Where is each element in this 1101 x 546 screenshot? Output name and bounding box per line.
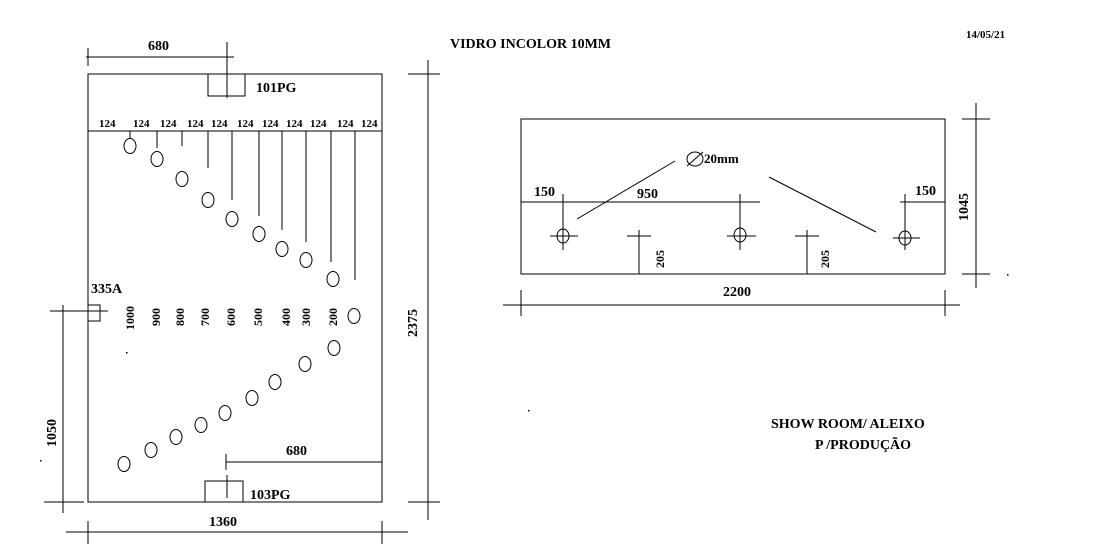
spacing-label: 124 — [160, 118, 177, 130]
stray-mark — [1007, 274, 1009, 276]
right-width-label: 2200 — [723, 285, 751, 300]
hole — [201, 192, 215, 208]
top-cutout-label: 101PG — [256, 81, 297, 96]
top-offset-label: 680 — [148, 39, 169, 54]
hole — [327, 340, 341, 356]
stray-mark — [40, 460, 42, 462]
hole — [252, 226, 266, 242]
row-label: 1000 — [123, 306, 137, 330]
hole — [275, 241, 289, 257]
row-label: 800 — [173, 308, 187, 326]
hole — [268, 374, 282, 390]
hole — [326, 271, 340, 287]
drawing-date: 14/05/21 — [966, 29, 1005, 41]
side-cutout-label: 335A — [91, 282, 123, 297]
row-label: 300 — [299, 308, 313, 326]
right-edge-label: 150 — [915, 184, 936, 199]
vertical-label-2: 205 — [818, 250, 832, 268]
right-height-label: 1045 — [957, 193, 972, 221]
row-label: 200 — [326, 308, 340, 326]
right-panel-outline — [520, 118, 946, 275]
row-label: 600 — [224, 308, 238, 326]
note-line-1: SHOW ROOM/ ALEIXO — [771, 417, 925, 432]
hole — [299, 252, 313, 268]
left-edge-label: 150 — [534, 185, 555, 200]
spacing-label: 124 — [361, 118, 378, 130]
spacing-label: 124 — [237, 118, 254, 130]
stray-mark — [126, 352, 128, 354]
left-glass-panel: 680 101PG 124 124 124 124 124 124 124 12… — [44, 39, 440, 544]
spacing-label: 124 — [337, 118, 354, 130]
hole-spacing-label: 950 — [637, 187, 658, 202]
hole — [144, 442, 158, 458]
hole — [150, 151, 164, 167]
width-label: 1360 — [209, 515, 237, 530]
row-label: 900 — [149, 308, 163, 326]
hole — [218, 405, 232, 421]
spacing-label: 124 — [99, 118, 116, 130]
vertical-label-1: 205 — [653, 250, 667, 268]
spacing-label: 124 — [310, 118, 327, 130]
side-cutout — [87, 304, 101, 322]
hole — [194, 417, 208, 433]
height-label: 2375 — [406, 309, 421, 337]
right-glass-panel: 205 205 150 950 150 20mm 1045 2200 — [503, 103, 990, 316]
drawing-title: VIDRO INCOLOR 10MM — [450, 37, 611, 52]
note-line-2: P /PRODUÇÃO — [815, 435, 911, 453]
diameter-symbol-slash — [686, 151, 704, 167]
spacing-label: 124 — [133, 118, 150, 130]
left-side-label: 1050 — [45, 419, 60, 447]
bottom-offset-label: 680 — [286, 444, 307, 459]
diameter-leader-right — [768, 176, 877, 233]
bottom-cutout-label: 103PG — [250, 488, 291, 503]
stray-mark — [528, 410, 530, 412]
top-cutout — [207, 73, 246, 97]
hole-diameter-label: 20mm — [704, 151, 739, 166]
row-label: 700 — [198, 308, 212, 326]
hole — [225, 211, 239, 227]
hole — [347, 308, 361, 324]
spacing-label: 124 — [211, 118, 228, 130]
spacing-label: 124 — [187, 118, 204, 130]
bottom-cutout — [204, 480, 244, 503]
row-label: 500 — [251, 308, 265, 326]
hole — [123, 138, 137, 154]
spacing-label: 124 — [286, 118, 303, 130]
hole — [117, 456, 131, 472]
hole — [245, 390, 259, 406]
hole — [169, 429, 183, 445]
row-label: 400 — [279, 308, 293, 326]
diameter-leader-left — [576, 160, 676, 220]
spacing-label: 124 — [262, 118, 279, 130]
left-panel-outline — [87, 73, 383, 503]
hole — [175, 171, 189, 187]
hole — [298, 356, 312, 372]
diameter-symbol — [686, 151, 704, 167]
